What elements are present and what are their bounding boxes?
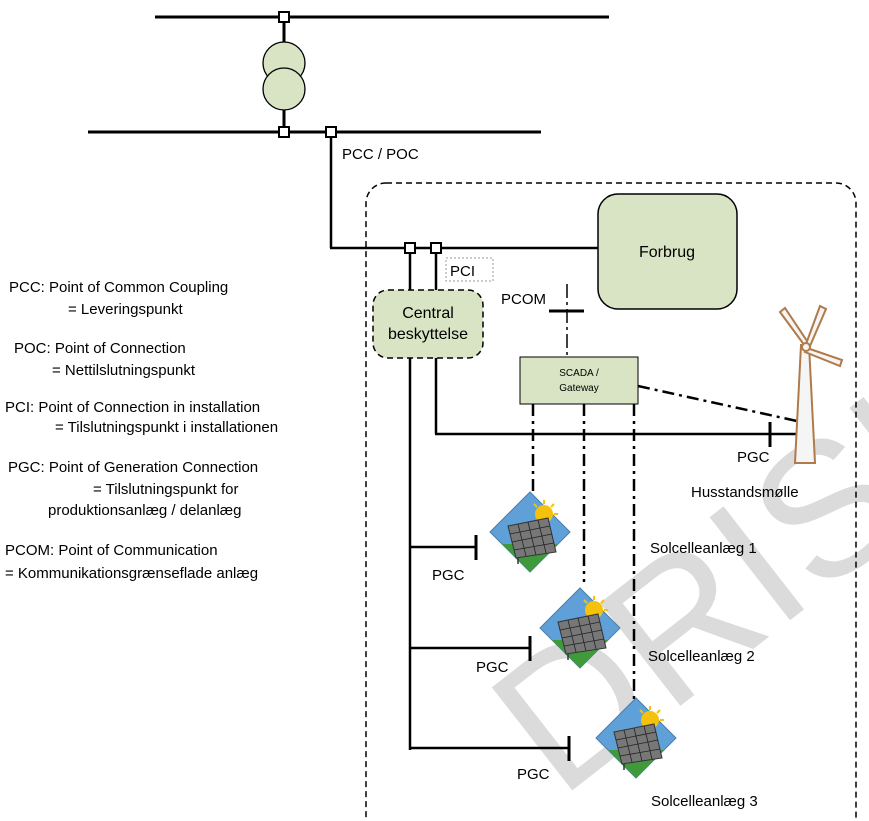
pgc-solar1-label: PGC bbox=[432, 567, 465, 584]
pci-node-right bbox=[430, 242, 442, 254]
solar-panel-1-icon bbox=[489, 491, 571, 573]
pci-node-left bbox=[404, 242, 416, 254]
solar-panel-3-icon bbox=[595, 697, 677, 779]
wind-turbine-icon bbox=[778, 304, 844, 464]
central-label-line1: Central bbox=[402, 305, 454, 322]
solar3-label: Solcelleanlæg 3 bbox=[651, 793, 758, 810]
wind-turbine-label: Husstandsmølle bbox=[691, 484, 799, 501]
forbrug-label: Forbrug bbox=[639, 244, 695, 261]
legend-pgc-line1: PGC: Point of Generation Connection bbox=[8, 459, 258, 476]
legend-pcom-line1: PCOM: Point of Communication bbox=[5, 542, 218, 559]
forbrug-box bbox=[597, 193, 738, 310]
legend-pgc-line2: = Tilslutningspunkt for bbox=[93, 481, 239, 498]
solar-panel-2-icon bbox=[539, 587, 621, 669]
communication-links bbox=[531, 384, 807, 704]
pcom-label: PCOM bbox=[501, 291, 546, 308]
legend-pcc-line1: PCC: Point of Common Coupling bbox=[9, 279, 228, 296]
installation-boundary bbox=[365, 182, 857, 821]
solar2-label: Solcelleanlæg 2 bbox=[648, 648, 755, 665]
pcc-poc-label: PCC / POC bbox=[342, 146, 419, 163]
legend-pcc-line2: = Leveringspunkt bbox=[68, 301, 183, 318]
pci-label: PCI bbox=[450, 263, 475, 280]
solar1-label: Solcelleanlæg 1 bbox=[650, 540, 757, 557]
legend-pci-line1: PCI: Point of Connection in installation bbox=[5, 399, 260, 416]
legend-pci-line2: = Tilslutningspunkt i installationen bbox=[55, 419, 278, 436]
legend-pcom-line2: = Kommunikationsgrænseflade anlæg bbox=[5, 565, 258, 582]
legend-poc-line1: POC: Point of Connection bbox=[14, 340, 186, 357]
legend-pgc-line3: produktionsanlæg / delanlæg bbox=[48, 502, 241, 519]
scada-label-line1: SCADA / bbox=[559, 368, 599, 379]
pgc-solar3-label: PGC bbox=[517, 766, 550, 783]
scada-label-line2: Gateway bbox=[559, 383, 598, 394]
central-label-line2: beskyttelse bbox=[388, 326, 468, 343]
pgc-wind-label: PGC bbox=[737, 449, 770, 466]
legend-poc-line2: = Nettilslutningspunkt bbox=[52, 362, 196, 379]
transformer-icon bbox=[262, 41, 306, 111]
pgc-solar2-label: PGC bbox=[476, 659, 509, 676]
central-protection-box bbox=[372, 289, 484, 359]
legend: PCC: Point of Common Coupling = Levering… bbox=[5, 279, 278, 582]
scada-gateway-box bbox=[519, 356, 639, 405]
pcc-poc-node bbox=[325, 126, 337, 138]
